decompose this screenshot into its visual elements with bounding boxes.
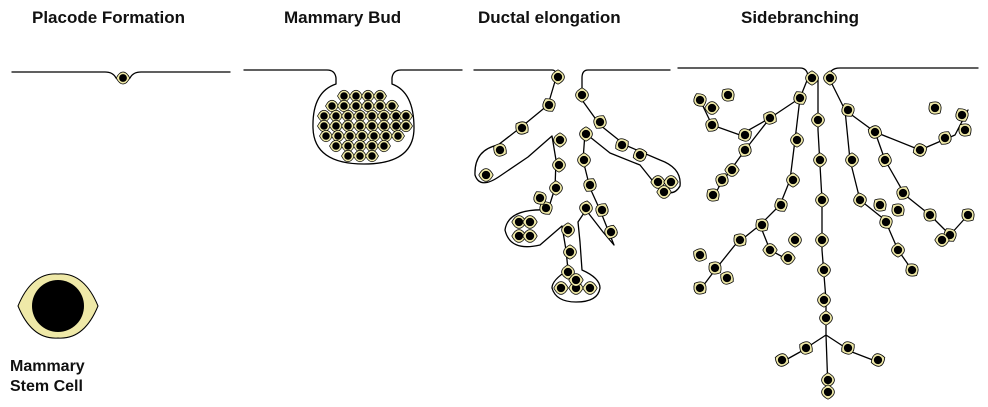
epithelial-cell — [902, 260, 921, 279]
epithelial-cell — [691, 246, 710, 264]
epithelial-cell — [761, 109, 780, 127]
epithelial-cell — [852, 192, 867, 208]
epithelial-cell — [846, 153, 859, 167]
epithelial-cell — [781, 252, 795, 265]
epithelial-cell — [583, 282, 597, 295]
epithelial-cell — [820, 311, 833, 325]
stem-cell-label-line1: Mammary — [10, 357, 85, 377]
epithelial-cell — [342, 120, 355, 132]
epithelial-cell — [380, 130, 393, 142]
epithelial-cell — [366, 120, 379, 132]
stem-cell-label-line2: Stem Cell — [10, 377, 85, 397]
epithelial-cell — [772, 196, 790, 215]
epithelial-cell — [523, 230, 537, 243]
epithelial-cell — [378, 120, 391, 132]
epithelial-cell — [523, 216, 537, 229]
epithelial-cell — [814, 153, 827, 167]
epithelial-cell — [791, 89, 809, 108]
epithelial-cell — [718, 85, 737, 104]
epithelial-cell — [705, 102, 719, 115]
epithelial-cell — [553, 158, 566, 172]
epithelial-cell — [797, 339, 816, 357]
epithelial-cell — [550, 181, 563, 195]
epithelial-cell — [400, 120, 413, 132]
epithelial-cell — [911, 142, 929, 159]
placode-cells — [116, 72, 130, 84]
epithelial-cell — [925, 98, 944, 117]
epithelial-cell — [491, 141, 510, 159]
epithelial-cell — [894, 184, 912, 203]
stem-cell-label: Mammary Stem Cell — [10, 357, 85, 397]
mammary-bud-panel — [244, 70, 462, 164]
epithelial-cell — [839, 339, 858, 357]
epithelial-cell — [816, 193, 829, 207]
epithelial-cell — [818, 293, 831, 307]
epithelial-cell — [330, 120, 343, 132]
epithelial-cell — [736, 141, 754, 160]
epithelial-cell — [354, 120, 367, 132]
epithelial-cell — [392, 130, 405, 142]
epithelial-cell — [824, 71, 837, 85]
bud-cells — [318, 90, 413, 162]
epithelial-cell — [892, 243, 905, 257]
epithelial-cell — [366, 150, 379, 162]
epithelial-cell — [812, 113, 825, 127]
epithelial-cell — [554, 282, 568, 295]
epithelial-cell — [870, 195, 889, 214]
placode-panel — [12, 72, 230, 84]
epithelial-cell — [603, 223, 620, 241]
ductal-elongation-panel — [474, 70, 680, 302]
epithelial-cell — [818, 263, 831, 277]
epithelial-cell — [378, 140, 391, 152]
epithelial-cell — [318, 120, 331, 132]
epithelial-cell — [578, 200, 593, 216]
elongation-cells — [479, 70, 678, 295]
epithelial-cell — [342, 150, 355, 162]
sidebranching-cells — [690, 71, 977, 399]
epithelial-cell — [763, 244, 777, 257]
epithelial-cell — [816, 233, 829, 247]
epithelial-cell — [703, 185, 722, 204]
sidebranching-duct-right — [829, 68, 978, 270]
epithelial-cell — [116, 72, 130, 84]
epithelial-cell — [368, 130, 381, 142]
epithelial-cell — [354, 150, 367, 162]
epithelial-cell — [320, 130, 333, 142]
epithelial-cell — [822, 385, 835, 399]
epithelial-cell — [554, 133, 567, 147]
epithelial-cell — [540, 96, 558, 115]
elongation-duct-outline — [474, 70, 680, 302]
epithelial-cell — [580, 127, 593, 141]
epithelial-cell — [773, 352, 791, 369]
epithelial-cell — [791, 133, 804, 147]
epithelial-cell — [789, 233, 802, 247]
epithelial-cell — [703, 116, 721, 135]
epithelial-cell — [869, 352, 887, 369]
epithelial-cell — [356, 130, 369, 142]
epithelial-cell — [936, 129, 954, 148]
epithelial-cell — [576, 88, 589, 102]
epithelial-cell — [344, 130, 357, 142]
sidebranching-panel — [678, 68, 978, 399]
epithelial-cell — [332, 130, 345, 142]
epithelial-cell — [552, 70, 565, 84]
epithelial-cell — [613, 136, 632, 154]
epithelial-cell — [581, 176, 599, 195]
epithelial-cell — [877, 151, 894, 169]
stem-cell-icon — [18, 274, 98, 338]
epithelial-cell — [866, 124, 884, 141]
epithelial-cell — [888, 200, 907, 219]
epithelial-cell — [330, 140, 343, 152]
epithelial-cell — [578, 153, 591, 167]
epithelial-cell — [479, 169, 493, 182]
